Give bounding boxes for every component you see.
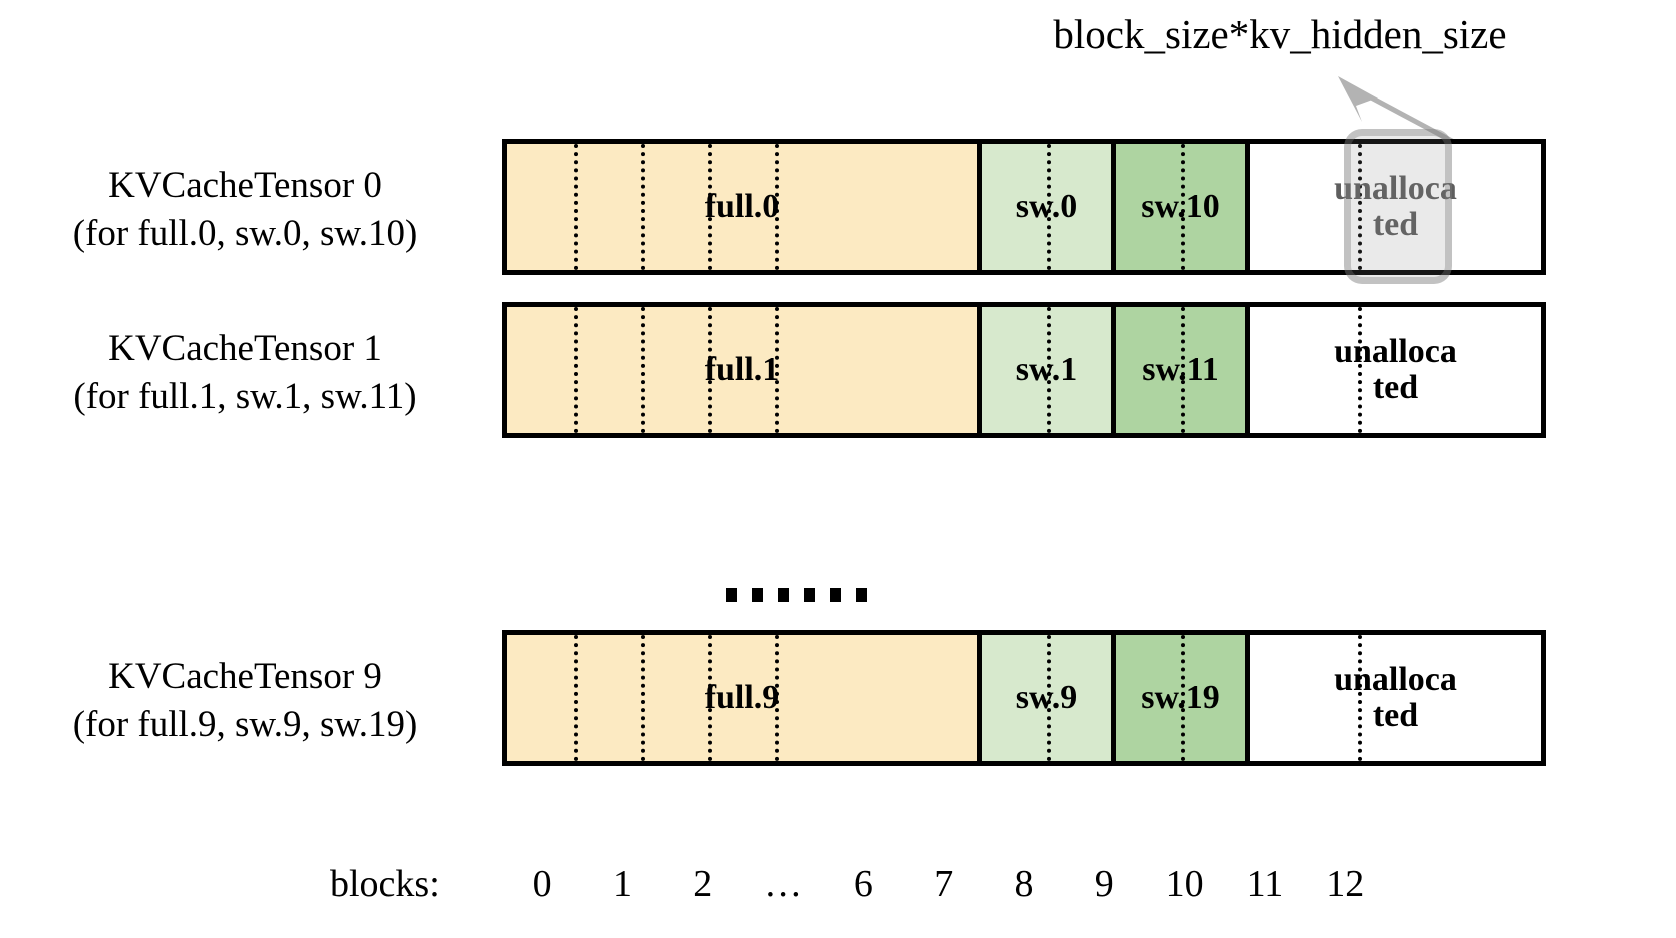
axis-tick-7: 9 — [1094, 863, 1114, 905]
ellipsis-dot — [752, 588, 763, 602]
cell-full-9[interactable]: full.9 — [507, 635, 977, 761]
row-label-0-line2: (for full.0, sw.0, sw.10) — [72, 213, 418, 255]
cell-label: sw.19 — [1141, 679, 1220, 717]
cell-label: full.9 — [704, 679, 780, 717]
axis-tick-3: … — [764, 863, 803, 905]
cell-label: sw.10 — [1141, 188, 1220, 226]
ellipsis-dot — [804, 588, 815, 602]
cell-sw-dark-0[interactable]: sw.10 — [1111, 144, 1245, 270]
vertical-ellipsis — [726, 588, 867, 602]
cell-full-1[interactable]: full.1 — [507, 307, 977, 433]
ellipsis-dot — [830, 588, 841, 602]
cell-label: sw.0 — [1015, 188, 1078, 226]
axis-title: blocks: — [330, 863, 440, 905]
row-label-1: KVCacheTensor 1 (for full.1, sw.1, sw.11… — [10, 325, 480, 421]
row-label-0-line1: KVCacheTensor 0 — [108, 165, 382, 206]
axis-tick-10: 12 — [1326, 863, 1365, 905]
cell-sw-dark-1[interactable]: sw.11 — [1111, 307, 1245, 433]
axis-tick-8: 10 — [1165, 863, 1204, 905]
axis-tick-6: 8 — [1014, 863, 1034, 905]
cell-sw-light-0[interactable]: sw.0 — [977, 144, 1111, 270]
cell-label: full.0 — [704, 188, 780, 226]
row-label-0: KVCacheTensor 0 (for full.0, sw.0, sw.10… — [10, 162, 480, 258]
row-label-1-line2: (for full.1, sw.1, sw.11) — [73, 376, 417, 418]
axis-tick-9: 11 — [1246, 863, 1284, 905]
cell-label: sw.11 — [1142, 351, 1219, 389]
row-label-9: KVCacheTensor 9 (for full.9, sw.9, sw.19… — [10, 653, 480, 749]
cell-sw-light-1[interactable]: sw.1 — [977, 307, 1111, 433]
row-label-9-line1: KVCacheTensor 9 — [108, 656, 382, 697]
cell-label: sw.9 — [1015, 679, 1078, 717]
axis-tick-4: 6 — [853, 863, 873, 905]
row-label-1-line1: KVCacheTensor 1 — [108, 328, 382, 369]
row-label-9-line2: (for full.9, sw.9, sw.19) — [72, 704, 418, 746]
cell-sw-light-9[interactable]: sw.9 — [977, 635, 1111, 761]
ellipsis-dot — [726, 588, 737, 602]
annotation-label: block_size*kv_hidden_size — [1053, 11, 1507, 57]
ellipsis-dot — [856, 588, 867, 602]
cell-full-0[interactable]: full.0 — [507, 144, 977, 270]
cell-label: full.1 — [704, 351, 780, 389]
cell-label: sw.1 — [1015, 351, 1078, 389]
axis-tick-1: 1 — [612, 863, 632, 905]
axis-tick-0: 0 — [532, 863, 552, 905]
axis-tick-5: 7 — [934, 863, 954, 905]
cell-sw-dark-9[interactable]: sw.19 — [1111, 635, 1245, 761]
ellipsis-dot — [778, 588, 789, 602]
axis-tick-2: 2 — [693, 863, 713, 905]
